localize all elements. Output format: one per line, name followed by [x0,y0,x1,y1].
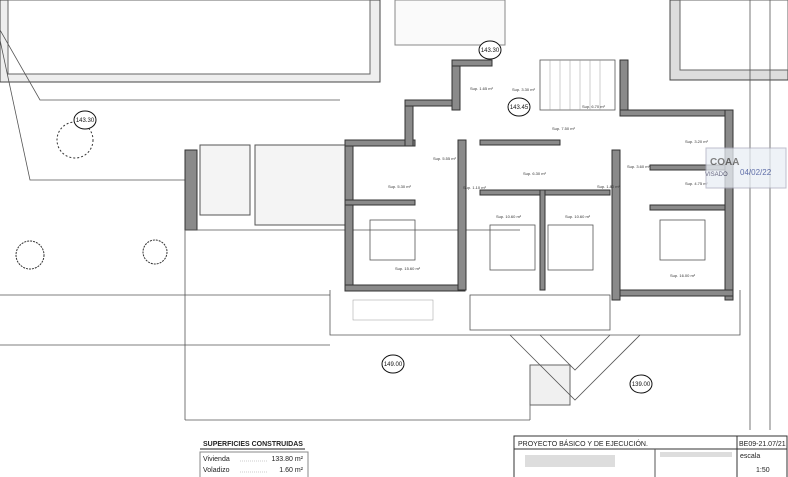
room-labels: Sup. 1.65 m² Sup. 3.30 m² Sup. 6.70 m² S… [388,86,709,278]
level-label: 139.00 [632,382,651,388]
level-label: 143.45 [510,105,529,111]
stamp-status: VISADO [705,172,728,178]
level-label: 143.30 [76,118,95,124]
room-area: Sup. 6.70 m² [582,104,606,109]
room-area: Sup. 16.00 m² [670,273,696,278]
plant-icon [15,240,45,270]
project-ref: BE09-21.07/21 [739,441,786,448]
level-label: 143.30 [481,48,500,54]
room-area: Sup. 15.60 m² [395,266,421,271]
level-markers: 143.30 143.30 143.45 149.00 139.00 [73,40,653,394]
area-value: 133.80 m² [271,456,303,463]
room-area: Sup. 10.60 m² [565,214,591,219]
area-label: Voladizo [203,467,230,474]
area-label: Vivienda [203,456,230,463]
area-value: 1.60 m² [279,467,303,474]
site-lines [0,0,788,430]
room-area: Sup. 6.30 m² [523,171,547,176]
stamp-date: 04/02/22 [740,168,772,177]
room-area: Sup. 1.65 m² [470,86,494,91]
room-area: Sup. 4.75 m² [685,181,709,186]
beds [369,219,706,271]
scale-value: 1:50 [756,467,770,474]
room-area: Sup. 3.30 m² [512,87,536,92]
areas-table: SUPERFICIES CONSTRUIDAS Vivienda 133.80 … [199,441,309,477]
approval-stamp: COAA VISADO 04/02/22 [705,147,787,189]
areas-table-title: SUPERFICIES CONSTRUIDAS [203,441,303,448]
walls [329,59,741,401]
plant-icon [142,239,168,265]
room-area: Sup. 1.80 m² [597,184,621,189]
stairs [539,59,616,111]
room-area: Sup. 1.10 m² [463,185,487,190]
title-block: PROYECTO BÁSICO Y DE EJECUCIÓN. BE09-21.… [513,435,788,477]
room-area: Sup. 5.55 m² [433,156,457,161]
project-title: PROYECTO BÁSICO Y DE EJECUCIÓN. [518,439,648,448]
room-area: Sup. 3.60 m² [627,164,651,169]
room-area: Sup. 3.20 m² [685,139,709,144]
stamp-org: COAA [710,157,739,168]
room-area: Sup. 10.60 m² [496,214,522,219]
room-area: Sup. 7.50 m² [552,126,576,131]
scale-label: escala [740,453,760,460]
level-label: 149.00 [384,362,403,368]
room-area: Sup. 5.30 m² [388,184,412,189]
